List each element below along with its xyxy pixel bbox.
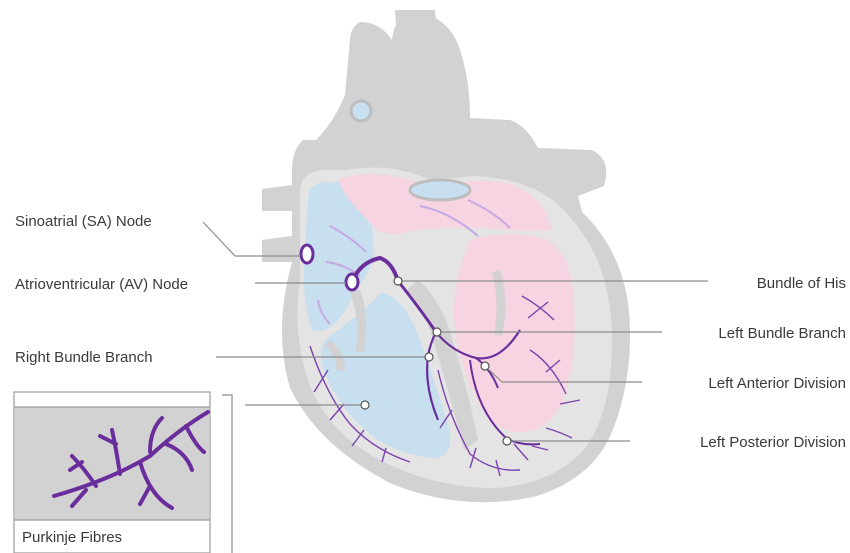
left-bundle-branch-label: Left Bundle Branch: [718, 325, 846, 342]
left-anterior-division-label: Left Anterior Division: [708, 375, 846, 392]
av-node: [346, 274, 358, 290]
dot-purkinje: [361, 401, 369, 409]
purkinje-fibres-label: Purkinje Fibres: [22, 529, 122, 546]
dot-left-posterior-division: [503, 437, 511, 445]
heart-anatomy: [262, 10, 630, 502]
inset-bracket: [222, 395, 232, 553]
dot-right-bundle-branch: [425, 353, 433, 361]
sa-node-label: Sinoatrial (SA) Node: [15, 213, 152, 230]
vessel-opening: [351, 101, 371, 121]
dot-bundle-of-his: [394, 277, 402, 285]
dot-left-anterior-division: [481, 362, 489, 370]
right-bundle-branch-label: Right Bundle Branch: [15, 349, 153, 366]
purkinje-inset: Purkinje Fibres: [14, 392, 232, 553]
bundle-of-his-label: Bundle of His: [757, 275, 846, 292]
dot-left-bundle-branch: [433, 328, 441, 336]
superior-vessel: [395, 10, 438, 52]
av-node-label: Atrioventricular (AV) Node: [15, 276, 188, 293]
left-posterior-division-label: Left Posterior Division: [700, 434, 846, 451]
pulmonary-opening: [410, 180, 470, 200]
inset-tissue: [15, 407, 209, 520]
sa-node: [301, 245, 313, 263]
